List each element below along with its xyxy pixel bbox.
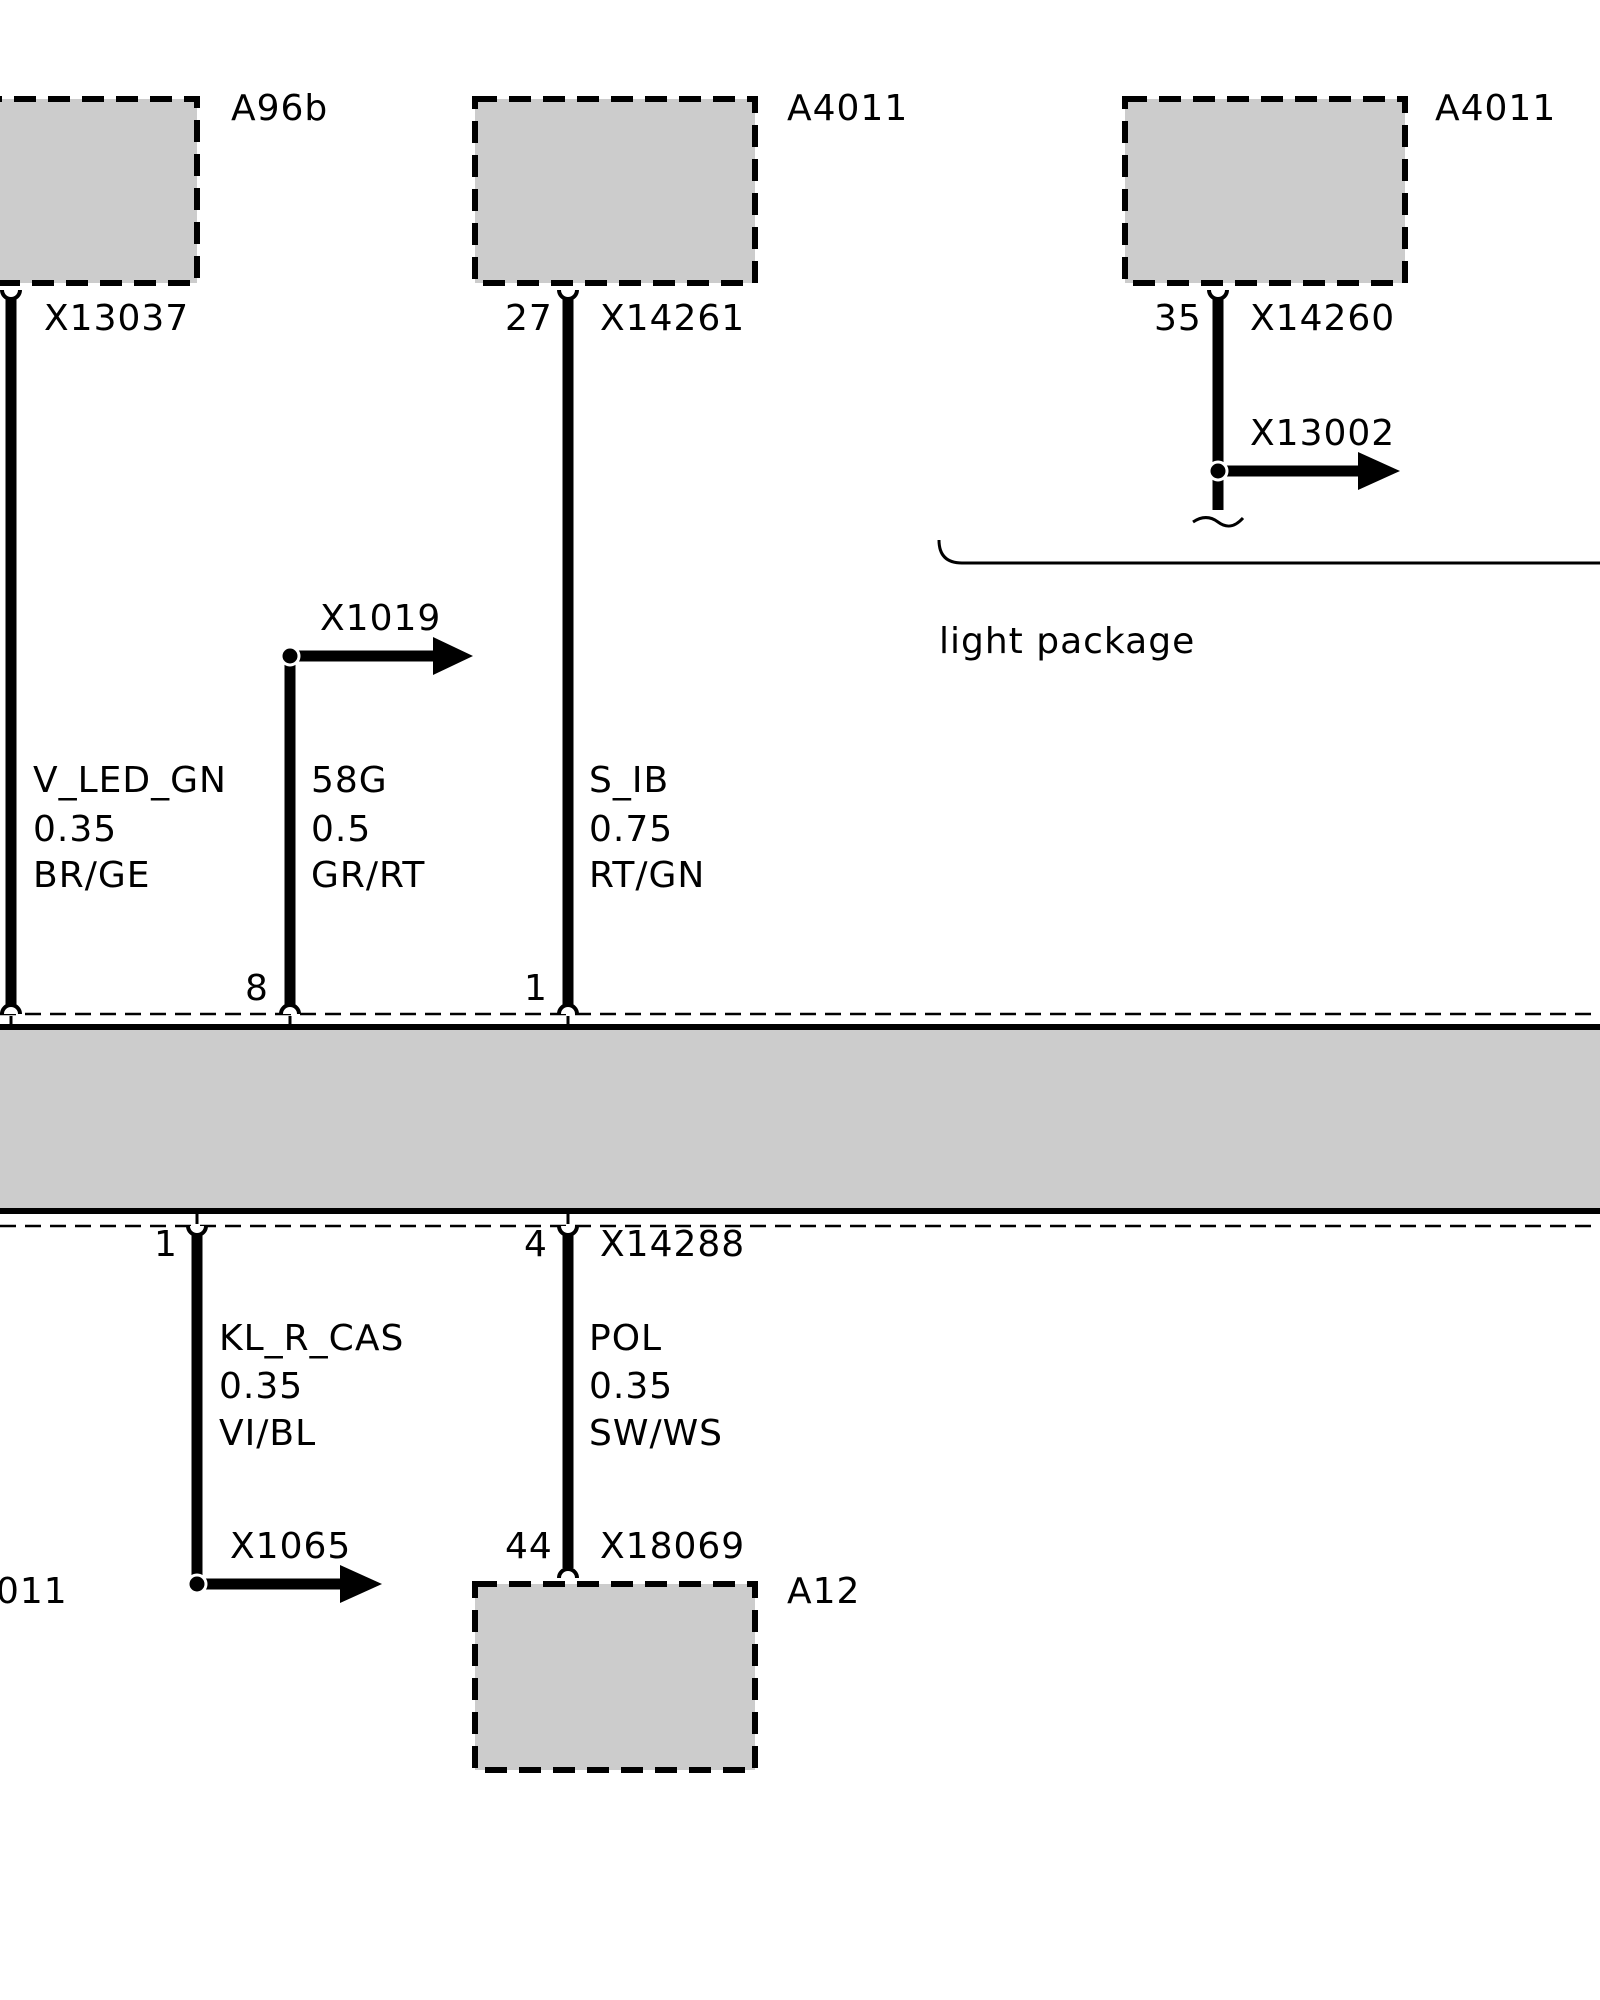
pin-1-top-label: 1 (524, 968, 548, 1009)
pin-27-label: 27 (505, 298, 553, 339)
branch-x1065-label: X1065 (230, 1526, 351, 1567)
wire-kl-r-cas-color: VI/BL (219, 1413, 316, 1454)
light-package-label: light package (939, 621, 1195, 662)
pin-8-label: 8 (245, 968, 269, 1009)
connector-x14261-label: X14261 (600, 298, 745, 339)
pin-35-label: 35 (1154, 298, 1202, 339)
pin-band-bottom-4 (557, 1225, 579, 1237)
splice-x13002 (1207, 460, 1229, 482)
pin-x14260-35 (1207, 289, 1229, 301)
arrow-x1019 (433, 637, 473, 675)
connector-x18069-label: X18069 (600, 1526, 745, 1567)
wire-58g-cross-section: 0.5 (311, 809, 371, 850)
wire-pol-signal: POL (589, 1318, 662, 1359)
component-a4011-partial-label: 011 (0, 1571, 68, 1612)
branch-x13002-label: X13002 (1250, 413, 1395, 454)
arrow-x13002 (1358, 452, 1400, 490)
component-a12-box (472, 1581, 758, 1773)
component-a96b-label: A96b (231, 88, 328, 129)
pin-4-label: 4 (524, 1224, 548, 1265)
light-package-bracket (937, 539, 1600, 565)
control-unit-body (0, 1024, 1600, 1214)
pin-band-bottom-1 (186, 1225, 208, 1237)
pin-band-top-8 (279, 1003, 301, 1015)
wire-58g-signal: 58G (311, 760, 388, 801)
splice-x1019 (279, 645, 301, 667)
pin-x14261-27 (557, 289, 579, 301)
wire-pol-cross-section: 0.35 (589, 1366, 673, 1407)
wire-pol-color: SW/WS (589, 1413, 723, 1454)
pin-x13037 (0, 289, 22, 301)
component-a4011-right-label: A4011 (1435, 88, 1556, 129)
branch-x1019-label: X1019 (320, 598, 441, 639)
wire-v-led-gn-signal: V_LED_GN (33, 760, 227, 801)
pin-band-top-v-led-gn (0, 1003, 22, 1015)
component-a96b-box (0, 96, 200, 286)
wire-kl-r-cas-signal: KL_R_CAS (219, 1318, 404, 1359)
wire-v-led-gn-color: BR/GE (33, 855, 150, 896)
component-a12-label: A12 (787, 1571, 860, 1612)
pin-1-bottom-label: 1 (154, 1224, 178, 1265)
wire-break-symbol (1192, 516, 1245, 528)
arrow-x1065 (340, 1565, 382, 1603)
component-a4011-mid-label: A4011 (787, 88, 908, 129)
pin-44-label: 44 (505, 1526, 553, 1567)
pin-band-top-1 (557, 1003, 579, 1015)
splice-x1065 (186, 1573, 208, 1595)
wire-58g-color: GR/RT (311, 855, 425, 896)
connector-x13037-label: X13037 (44, 298, 189, 339)
wire-kl-r-cas-cross-section: 0.35 (219, 1366, 303, 1407)
pin-x18069-44 (557, 1567, 579, 1579)
connector-x14288-label: X14288 (600, 1224, 745, 1265)
component-a4011-mid-box (472, 96, 758, 286)
connector-x14260-label: X14260 (1250, 298, 1395, 339)
component-a4011-right-box (1122, 96, 1408, 286)
wire-s-ib-cross-section: 0.75 (589, 809, 673, 850)
wire-s-ib-signal: S_IB (589, 760, 669, 801)
wire-s-ib-color: RT/GN (589, 855, 705, 896)
wire-v-led-gn-cross-section: 0.35 (33, 809, 117, 850)
